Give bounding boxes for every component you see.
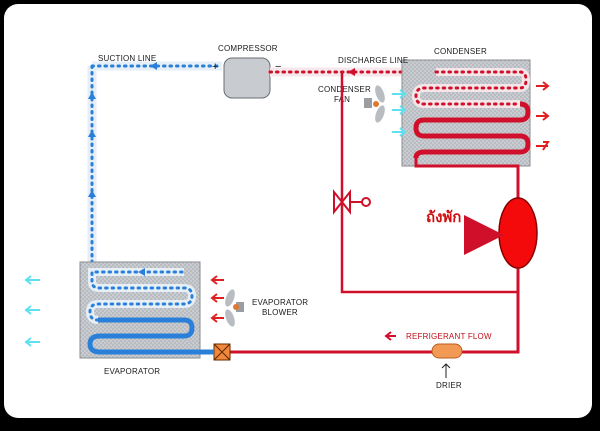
compressor-port-minus-icon: − (275, 61, 281, 73)
compressor: COMPRESSOR + − (212, 44, 281, 99)
suction-line-label: SUCTION LINE (98, 54, 156, 63)
evaporator: EVAPORATOR (79, 261, 214, 376)
valve-cross-icon (213, 343, 231, 361)
fan-blade-icon (375, 105, 385, 123)
evaporator-label: EVAPORATOR (104, 367, 160, 376)
fan-blade-icon (375, 85, 385, 103)
evaporator-air-in (210, 275, 224, 323)
drier: DRIER (431, 343, 463, 390)
evaporator-blower: EVAPORATOR BLOWER (225, 289, 308, 327)
flow-arrow-icon (138, 268, 145, 276)
liquid-line (228, 158, 520, 354)
compressor-label: COMPRESSOR (218, 44, 278, 53)
condenser: CONDENSER (401, 47, 531, 167)
refrigerant-flow-label: REFRIGERANT FLOW (406, 332, 492, 341)
flow-arrow-icon (88, 190, 96, 197)
condenser-label: CONDENSER (434, 47, 487, 56)
blower-hub-icon (233, 304, 239, 310)
refrigerant-flow-indicator: REFRIGERANT FLOW (384, 331, 492, 341)
blower-blade-icon (225, 289, 235, 307)
blower-motor-icon (236, 302, 244, 312)
suction-line (87, 61, 224, 274)
evaporator-air-out (24, 275, 40, 347)
blower-blade-icon (225, 309, 235, 327)
expansion-valve (213, 343, 231, 361)
fan-motor-icon (364, 98, 372, 108)
flow-arrow-icon (150, 62, 157, 70)
condenser-fan-label: CONDENSER (318, 85, 371, 94)
drier-label: DRIER (436, 381, 462, 390)
evaporator-blower-label: EVAPORATOR (252, 298, 308, 307)
receiver-label: ถังพัก (426, 209, 461, 226)
flow-direction-icon (384, 331, 396, 341)
drier-pointer-icon (441, 363, 451, 378)
fan-hub-icon (373, 101, 379, 107)
receiver-tank: ถังพัก (426, 197, 538, 269)
flow-arrow-icon (88, 92, 96, 99)
bypass-line (333, 72, 518, 294)
flow-arrow-icon (348, 68, 355, 76)
discharge-line-label: DISCHARGE LINE (338, 56, 408, 65)
condenser-air-in (392, 89, 407, 137)
solenoid-valve-icon (333, 189, 371, 215)
evaporator-blower-label-2: BLOWER (262, 308, 298, 317)
condenser-air-out (536, 81, 550, 151)
flow-arrow-icon (88, 130, 96, 137)
compressor-port-plus-icon: + (212, 61, 218, 73)
